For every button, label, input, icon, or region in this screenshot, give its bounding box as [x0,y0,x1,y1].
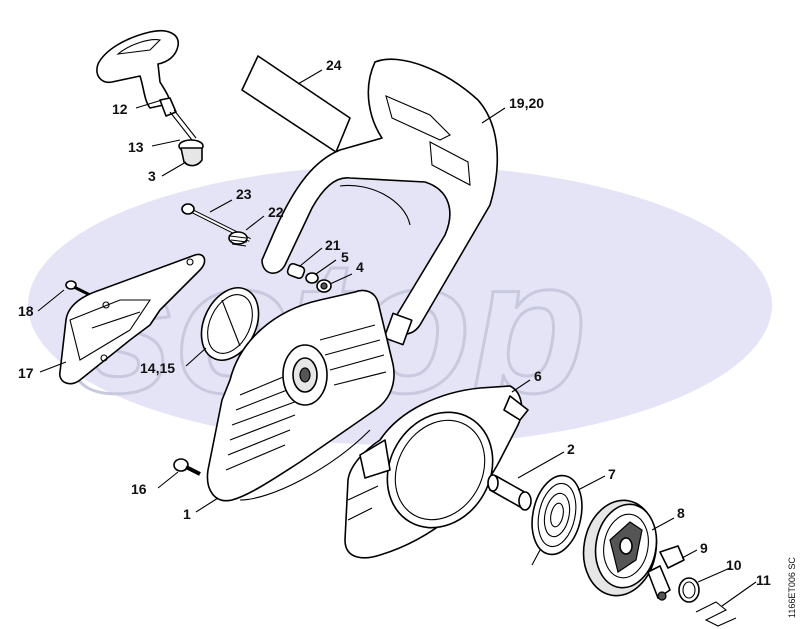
callout-21: 21 [325,237,341,253]
callout-23: 23 [236,186,252,202]
part-rope-guide-bush [178,139,204,167]
callout-11: 11 [756,572,771,588]
callout-8: 8 [677,505,685,521]
callout-4: 4 [356,259,364,275]
part-shaft [487,474,532,511]
part-rewind-spring [531,474,583,566]
callout-14-15: 14,15 [140,360,175,376]
callout-1: 1 [183,506,191,522]
callout-17: 17 [18,365,34,381]
part-filter-disc [200,287,260,361]
callout-labels: 24 19,20 12 13 3 23 22 21 5 4 18 17 14,1… [18,57,771,588]
callout-6: 6 [534,368,542,384]
part-ring [678,577,700,603]
part-fan-housing [206,289,395,502]
part-starter-cover [344,385,529,559]
callout-3: 3 [148,168,156,184]
callout-12: 12 [112,101,128,117]
part-washer [316,279,332,293]
callout-19-20: 19,20 [509,95,544,111]
part-starter-grip [96,30,179,117]
callout-5: 5 [341,249,349,265]
drawing-code: 1166ET006 SC [787,557,797,618]
part-spring-clip [695,601,737,627]
callout-22: 22 [268,204,284,220]
part-sleeve [286,262,306,280]
part-pawl [647,545,685,601]
callout-7: 7 [608,466,616,482]
callout-24: 24 [326,57,342,73]
callout-18: 18 [18,303,34,319]
part-washer-small [305,272,319,284]
callout-16: 16 [131,481,147,497]
part-starter-rope [169,109,197,141]
part-housing-screw [173,458,201,476]
part-rope-rotor [582,499,658,597]
leader-lines [37,69,757,607]
callout-2: 2 [567,441,575,457]
callout-13: 13 [128,139,144,155]
watermark-oval [28,165,772,445]
part-spring [228,231,248,247]
callout-10: 10 [726,557,742,573]
part-cover-plate [59,253,206,385]
callout-9: 9 [700,540,708,556]
part-handle [261,58,499,346]
